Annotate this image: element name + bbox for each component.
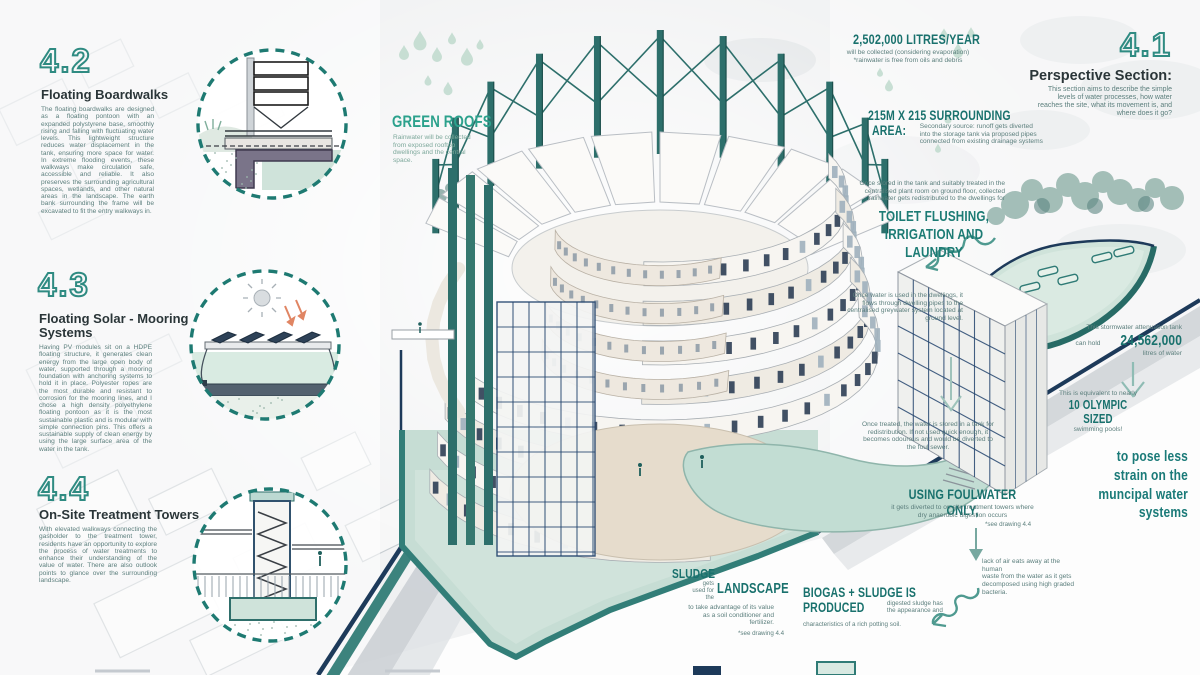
- equiv-post: swimming pools!: [1073, 425, 1123, 433]
- area-label: AREA:: [872, 123, 907, 138]
- foul-body: it gets diverted to on-site treatment to…: [891, 504, 1034, 519]
- biogas-line1: BIOGAS + SLUDGE IS: [803, 585, 917, 600]
- raindrop-icons: [399, 27, 975, 153]
- biogas-line2: PRODUCED: [803, 600, 865, 615]
- sun-arrows: [284, 299, 307, 327]
- squiggle-arrow-biogas: [931, 587, 980, 625]
- sludge-row: gets used for the LANDSCAPE: [672, 581, 809, 602]
- section-title-43: Floating Solar - Mooring Systems: [39, 311, 189, 341]
- sludge-body: to take advantage of its value as a soil…: [688, 604, 774, 627]
- sludge-title2: LANDSCAPE: [717, 581, 789, 597]
- equiv-value: 10 OLYMPIC SIZED: [1068, 397, 1128, 426]
- pond-rim: [967, 239, 1155, 299]
- ground-line-left: [316, 544, 404, 675]
- note-used: Once water is used in the dwellings, it …: [847, 292, 963, 322]
- note-stored: Once stored in the tank and suitably tre…: [859, 180, 1005, 203]
- sludge-title: SLUDGE: [672, 566, 716, 581]
- squiggle-arrow-toilet: [925, 235, 996, 269]
- note-bacteria: lack of air eats away at the human waste…: [982, 558, 1075, 596]
- litres-title: 2,502,000 LITRES/YEAR: [853, 31, 981, 47]
- section-number-44: 4.4: [37, 470, 90, 507]
- section-title-41: Perspective Section:: [1029, 68, 1172, 84]
- section-body-41: This section aims to describe the simple…: [1037, 86, 1172, 118]
- tank-wall: [399, 430, 820, 660]
- green-roofs-body: Rainwater will be collected from exposed…: [393, 134, 471, 164]
- foul-title: USING FOULWATER ONLY,: [908, 486, 1017, 518]
- note-capacity: This stormwater attenuation tank can hol…: [1056, 324, 1182, 357]
- note-strain: to pose less strain on the muncipal wate…: [1098, 448, 1188, 522]
- detail-circle-boardwalk: [196, 48, 348, 200]
- area-row: AREA: Secondary source: runoff gets dive…: [872, 123, 1043, 146]
- section-number-41: 4.1: [1119, 26, 1172, 63]
- capacity-value: 24,562,000: [1120, 331, 1182, 349]
- note-equivalence: This is equivalent to nearly 10 OLYMPIC …: [1048, 390, 1148, 433]
- green-roofs-title: GREEN ROOFS: [392, 112, 492, 131]
- sludge-note: *see drawing 4.4: [738, 630, 785, 637]
- section-number-42: 4.2: [39, 42, 92, 79]
- equiv-pre: This is equivalent to nearly: [1058, 390, 1138, 397]
- legend-swatch-navy: [693, 666, 721, 675]
- biogas-body: characteristics of a rich potting soil.: [803, 621, 901, 628]
- foreground-wedge: [318, 306, 1200, 675]
- capacity-mid: can hold: [1075, 339, 1101, 347]
- flow-arrows: [925, 235, 1145, 628]
- note-treated: Once treated, the water is stored in a t…: [862, 421, 994, 451]
- curtain-wall-panel: [496, 301, 596, 557]
- area-title: 215M X 215 SURROUNDING: [868, 108, 1011, 123]
- note-toilet: TOILET FLUSHING, IRRIGATION AND LAUNDRY: [878, 208, 990, 261]
- section-number-43: 4.3: [37, 266, 90, 303]
- section-body-42: The floating boardwalks are designed as …: [41, 106, 154, 215]
- area-body: Secondary source: runoff gets diverted i…: [919, 123, 1043, 146]
- legend-partial: [95, 661, 856, 675]
- section-body-44: With elevated walkways connecting the ga…: [39, 526, 157, 584]
- foul-note: *see drawing 4.4: [985, 521, 1032, 528]
- detail-circle-treatment-tower: [192, 487, 348, 643]
- pipe-teal-stripe: [326, 552, 412, 675]
- legend-swatch-teal: [816, 661, 856, 675]
- people-figures: [418, 322, 704, 476]
- capacity-pre: This stormwater attenuation tank: [1086, 324, 1182, 331]
- section-title-42: Floating Boardwalks: [41, 87, 169, 102]
- biogas-row: PRODUCED digested sludge has the appeara…: [803, 600, 943, 615]
- walkway-bridge: [391, 329, 455, 340]
- section-title-44: On-Site Treatment Towers: [39, 507, 200, 522]
- capacity-post: litres of water: [1142, 349, 1182, 357]
- biogas-side: digested sludge has the appearance and: [886, 600, 943, 615]
- section-cut-fins: [391, 168, 493, 545]
- section-body-43: Having PV modules sit on a HDPE floating…: [39, 344, 152, 453]
- cut-slab-arc: [425, 262, 466, 418]
- litres-body: will be collected (considering evaporati…: [846, 49, 970, 64]
- detail-circle-solar: [189, 269, 341, 421]
- sludge-mid: gets used for the: [692, 581, 714, 601]
